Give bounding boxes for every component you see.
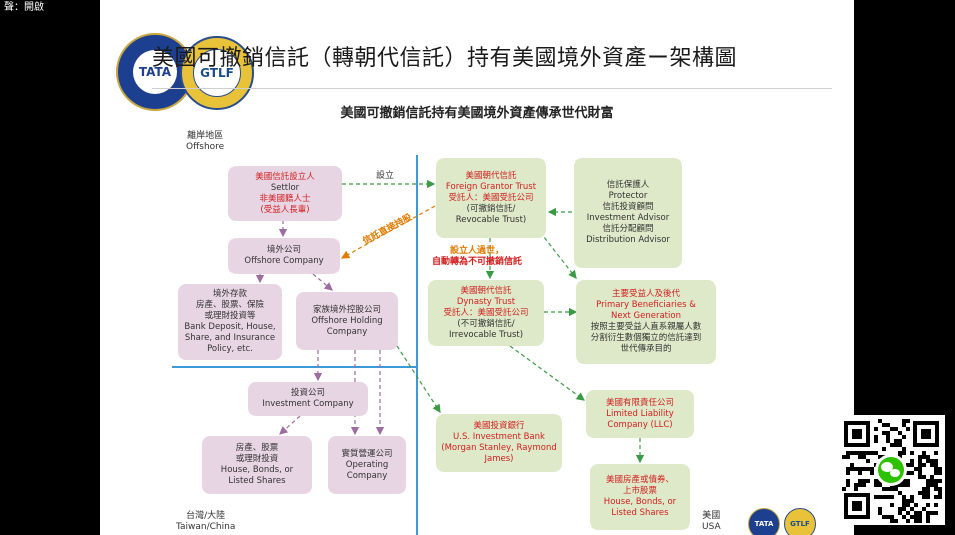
edge-investment-house	[279, 415, 301, 435]
box-foreign-grantor-trust: 美國朝代信託 Foreign Grantor Trust 受託人：美國受託公司 …	[436, 158, 546, 238]
top-status-bar: 聲：開啟	[4, 2, 44, 13]
gtlf-logo: GTLF	[180, 36, 254, 110]
edge-holding-usbank	[396, 345, 441, 414]
box-operating-company: 實質營運公司 Operating Company	[328, 436, 406, 494]
box-settlor: 美國信託設立人 Settlor 非美國籍人士 (受益人長輩)	[228, 166, 342, 221]
connector-layer	[172, 155, 645, 535]
box-protector: 信託保護人 Protector 信託投資顧問 Investment Adviso…	[574, 158, 682, 268]
box-dynasty-trust: 美國朝代信託 Dynasty Trust 受託人：美國受託公司 (不可撤銷信託/…	[428, 280, 544, 346]
tata-logo-text: TATA	[133, 50, 177, 94]
qr-pattern	[838, 415, 945, 525]
slide-canvas: TATA GTLF 美國可撤銷信託（轉朝代信託）持有美國境外資產ー架構圖 美國可…	[100, 0, 854, 535]
bottom-logos: TATA GTLF	[748, 508, 816, 535]
slide-title: 美國可撤銷信託（轉朝代信託）持有美國境外資產ー架構圖	[152, 46, 738, 71]
box-offshore-company: 境外公司 Offshore Company	[228, 238, 340, 274]
gtlf-small-logo: GTLF	[784, 508, 816, 535]
edge-dynasty-llc	[509, 345, 585, 401]
wechat-qr-code	[838, 415, 945, 525]
box-holding-company: 家族境外控股公司 Offshore Holding Company	[296, 292, 398, 350]
box-us-investment-bank: 美國投資銀行 U.S. Investment Bank (Morgan Stan…	[436, 414, 562, 472]
box-beneficiaries: 主要受益人及後代 Primary Beneficiaries & Next Ge…	[576, 280, 716, 364]
box-us-house-bonds: 美國房產或債券、 上市股票 House, Bonds, or Listed Sh…	[590, 464, 690, 530]
box-llc: 美國有限責任公司 Limited Liability Company (LLC)	[586, 390, 694, 438]
edge-grantor-beneficiaries	[539, 231, 577, 279]
edge-label-settlor-death: 設立人過世， 自動轉為不可撤銷信託	[432, 246, 523, 267]
edge-grantor-offshore-direct	[340, 205, 436, 259]
box-deposits: 境外存款 房產、股票、保險 或理財投資等 Bank Deposit, House…	[178, 284, 282, 360]
tata-small-logo: TATA	[748, 508, 780, 535]
gtlf-logo-text: GTLF	[193, 49, 241, 97]
edge-offshore-holding	[312, 273, 333, 291]
edge-label-establish: 設立	[376, 171, 395, 181]
title-divider	[152, 88, 832, 89]
box-house-bonds-taiwan: 房產、股票 或理財投資 House, Bonds, or Listed Shar…	[202, 436, 312, 494]
box-investment-company: 投資公司 Investment Company	[248, 382, 368, 416]
diagram-title: 美國可撤銷信託持有美國境外資產傳承世代財富	[340, 106, 614, 121]
